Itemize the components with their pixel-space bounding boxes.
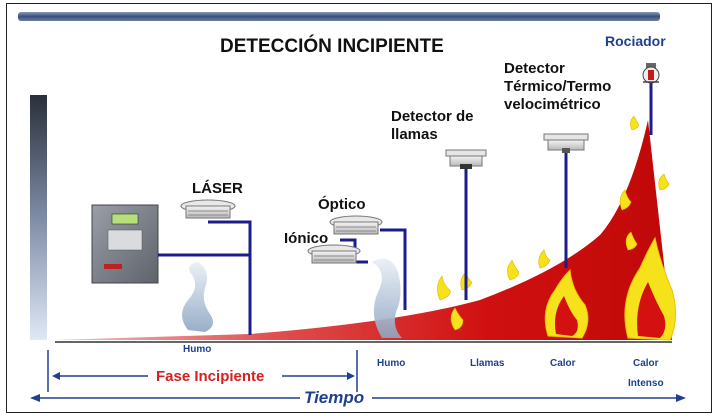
flame-detector: [445, 149, 487, 169]
stage-humo-2: Humo: [377, 358, 406, 369]
stage-humo-1: Humo: [183, 344, 212, 355]
optical-detector: [329, 215, 383, 235]
connection-lines: [158, 82, 653, 335]
ionic-detector: [307, 244, 361, 264]
phase-bracket: [47, 350, 358, 392]
sprinkler: [642, 63, 660, 84]
diagram-frame: [6, 3, 712, 413]
stage-calor-intenso: Calor Intenso: [628, 358, 664, 389]
label-termico: Detector Térmico/Termo velocimétrico: [504, 60, 611, 114]
label-llamas-line2: llamas: [391, 126, 438, 143]
smoke-plume-2: [372, 258, 402, 338]
stage-llamas: Llamas: [470, 358, 505, 369]
label-llamas-line1: Detector de: [391, 108, 474, 125]
label-ionico: Iónico: [284, 230, 329, 247]
flame-intense-core: [637, 282, 666, 338]
laser-detector: [180, 199, 236, 219]
label-termico-line3: velocimétrico: [504, 96, 601, 113]
heat-detector: [543, 133, 589, 153]
label-optico: Óptico: [318, 196, 366, 213]
fire-alarm-panel: [91, 204, 159, 284]
page-title: DETECCIÓN INCIPIENTE: [220, 36, 444, 57]
stage-calor: Calor: [550, 358, 576, 369]
smoke-plume-1: [182, 262, 214, 332]
time-arrow: [30, 394, 686, 402]
left-gradient-bar: [30, 95, 47, 340]
flame-calor-core: [555, 296, 578, 336]
label-llamas-detector: Detector de llamas: [391, 108, 474, 144]
time-label: Tiempo: [304, 388, 365, 407]
label-termico-line2: Térmico/Termo: [504, 78, 612, 95]
stage-calor-intenso-line1: Calor: [633, 358, 659, 369]
top-bar: [18, 12, 660, 21]
stage-calor-intenso-line2: Intenso: [628, 378, 664, 389]
label-termico-line1: Detector: [504, 60, 565, 77]
label-laser: LÁSER: [192, 180, 243, 197]
label-rociador: Rociador: [605, 33, 666, 49]
phase-label: Fase Incipiente: [156, 368, 265, 385]
fire-growth-area: [55, 120, 672, 340]
